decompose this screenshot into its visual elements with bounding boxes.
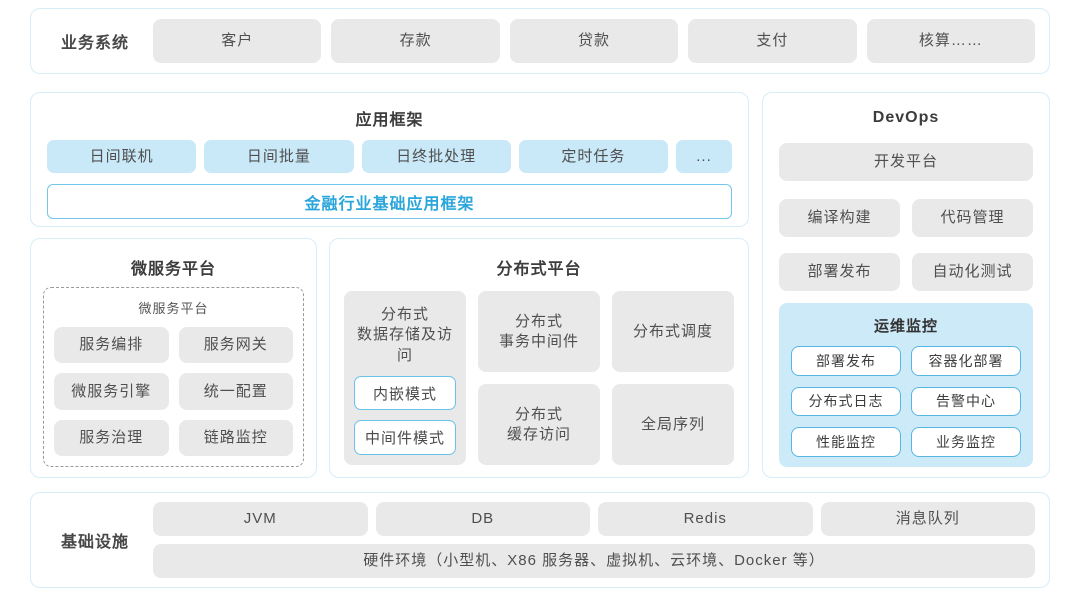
- storage-mode-embedded: 内嵌模式: [354, 375, 456, 411]
- monitor-item-alert: 告警中心: [911, 386, 1021, 417]
- ops-monitor-grid: 部署发布 容器化部署 分布式日志 告警中心 性能监控 业务监控: [791, 346, 1021, 457]
- business-item-loan: 贷款: [509, 19, 679, 63]
- dist-item-sequence: 全局序列: [612, 384, 734, 465]
- business-item-accounting: 核算……: [866, 19, 1036, 63]
- devops-tool-code: 代码管理: [912, 199, 1033, 237]
- business-item-customer: 客户: [153, 19, 322, 63]
- infra-hardware-box: 硬件环境（小型机、X86 服务器、虚拟机、云环境、Docker 等）: [153, 544, 1035, 578]
- app-framework-title: 应用框架: [355, 112, 424, 129]
- business-systems-panel: 业务系统 客户 存款 贷款 支付 核算……: [30, 8, 1050, 74]
- infra-item-db: DB: [375, 502, 590, 536]
- monitor-item-container: 容器化部署: [911, 346, 1021, 376]
- devops-dev-platform: 开发平台: [779, 143, 1033, 181]
- micro-item-engine: 微服务引擎: [54, 373, 169, 410]
- distributed-grid: 分布式 数据存储及访问 内嵌模式 中间件模式 分布式 事务中间件 分布式调度 分…: [344, 291, 734, 465]
- app-framework-row: 日间联机 日间批量 日终批处理 定时任务 ...: [47, 140, 732, 173]
- distributed-storage-box: 分布式 数据存储及访问 内嵌模式 中间件模式: [344, 291, 466, 465]
- infrastructure-panel: 基础设施 JVM DB Redis 消息队列 硬件环境（小型机、X86 服务器、…: [30, 492, 1050, 588]
- app-item-scheduled-task: 定时任务: [518, 140, 668, 173]
- micro-item-gateway: 服务网关: [178, 327, 293, 364]
- devops-tool-build: 编译构建: [779, 199, 900, 237]
- left-bottom-row: 微服务平台 微服务平台 服务编排 服务网关 微服务引擎 统一配置 服务治理 链路…: [30, 238, 749, 478]
- middle-region: 应用框架 日间联机 日间批量 日终批处理 定时任务 ... 金融行业基础应用框架…: [30, 92, 1050, 478]
- dist-item-scheduling: 分布式调度: [612, 291, 734, 372]
- distributed-title: 分布式平台: [496, 261, 582, 278]
- micro-item-tracing: 链路监控: [178, 419, 293, 456]
- app-item-more: ...: [676, 140, 732, 173]
- devops-tools-grid: 编译构建 代码管理 部署发布 自动化测试: [779, 199, 1033, 291]
- distributed-storage-title: 分布式 数据存储及访问: [356, 306, 453, 364]
- dist-item-transaction: 分布式 事务中间件: [478, 291, 600, 372]
- app-framework-panel: 应用框架 日间联机 日间批量 日终批处理 定时任务 ... 金融行业基础应用框架: [30, 92, 749, 227]
- monitor-item-deploy: 部署发布: [791, 346, 901, 376]
- devops-tool-autotest: 自动化测试: [912, 253, 1033, 291]
- app-item-eod-batch: 日终批处理: [361, 140, 511, 173]
- infrastructure-label: 基础设施: [60, 534, 129, 551]
- distributed-panel: 分布式平台 分布式 数据存储及访问 内嵌模式 中间件模式 分布式 事务中间件 分…: [329, 238, 749, 478]
- business-systems-label: 业务系统: [60, 35, 129, 52]
- storage-mode-middleware: 中间件模式: [354, 420, 456, 455]
- infrastructure-content: JVM DB Redis 消息队列 硬件环境（小型机、X86 服务器、虚拟机、云…: [153, 502, 1035, 578]
- monitor-item-business: 业务监控: [911, 427, 1021, 457]
- microservice-panel: 微服务平台 微服务平台 服务编排 服务网关 微服务引擎 统一配置 服务治理 链路…: [30, 238, 317, 478]
- microservice-inner-title: 微服务平台: [138, 301, 209, 316]
- business-item-payment: 支付: [688, 19, 857, 63]
- micro-item-config: 统一配置: [178, 373, 293, 410]
- monitor-item-logs: 分布式日志: [791, 386, 901, 417]
- base-framework-box: 金融行业基础应用框架: [47, 184, 732, 219]
- infra-item-mq: 消息队列: [820, 502, 1035, 536]
- infra-item-jvm: JVM: [153, 502, 368, 536]
- app-item-daytime-batch: 日间批量: [204, 140, 354, 173]
- micro-item-governance: 服务治理: [54, 419, 169, 456]
- devops-tool-deploy: 部署发布: [779, 253, 900, 291]
- ops-monitor-panel: 运维监控 部署发布 容器化部署 分布式日志 告警中心 性能监控 业务监控: [779, 303, 1033, 467]
- infrastructure-row: JVM DB Redis 消息队列: [153, 502, 1035, 536]
- business-item-deposit: 存款: [331, 19, 500, 63]
- micro-item-orchestration: 服务编排: [54, 327, 169, 364]
- microservice-inner-box: 微服务平台 服务编排 服务网关 微服务引擎 统一配置 服务治理 链路监控: [43, 287, 304, 467]
- devops-title: DevOps: [872, 109, 940, 126]
- devops-panel: DevOps 开发平台 编译构建 代码管理 部署发布 自动化测试 运维监控 部署…: [762, 92, 1050, 478]
- microservice-grid: 服务编排 服务网关 微服务引擎 统一配置 服务治理 链路监控: [54, 327, 293, 456]
- dist-item-cache: 分布式 缓存访问: [478, 384, 600, 465]
- monitor-item-performance: 性能监控: [791, 427, 901, 457]
- app-item-daytime-online: 日间联机: [47, 140, 197, 173]
- infra-item-redis: Redis: [598, 502, 813, 536]
- left-column: 应用框架 日间联机 日间批量 日终批处理 定时任务 ... 金融行业基础应用框架…: [30, 92, 749, 478]
- microservice-title: 微服务平台: [130, 261, 216, 278]
- ops-monitor-title: 运维监控: [873, 318, 938, 335]
